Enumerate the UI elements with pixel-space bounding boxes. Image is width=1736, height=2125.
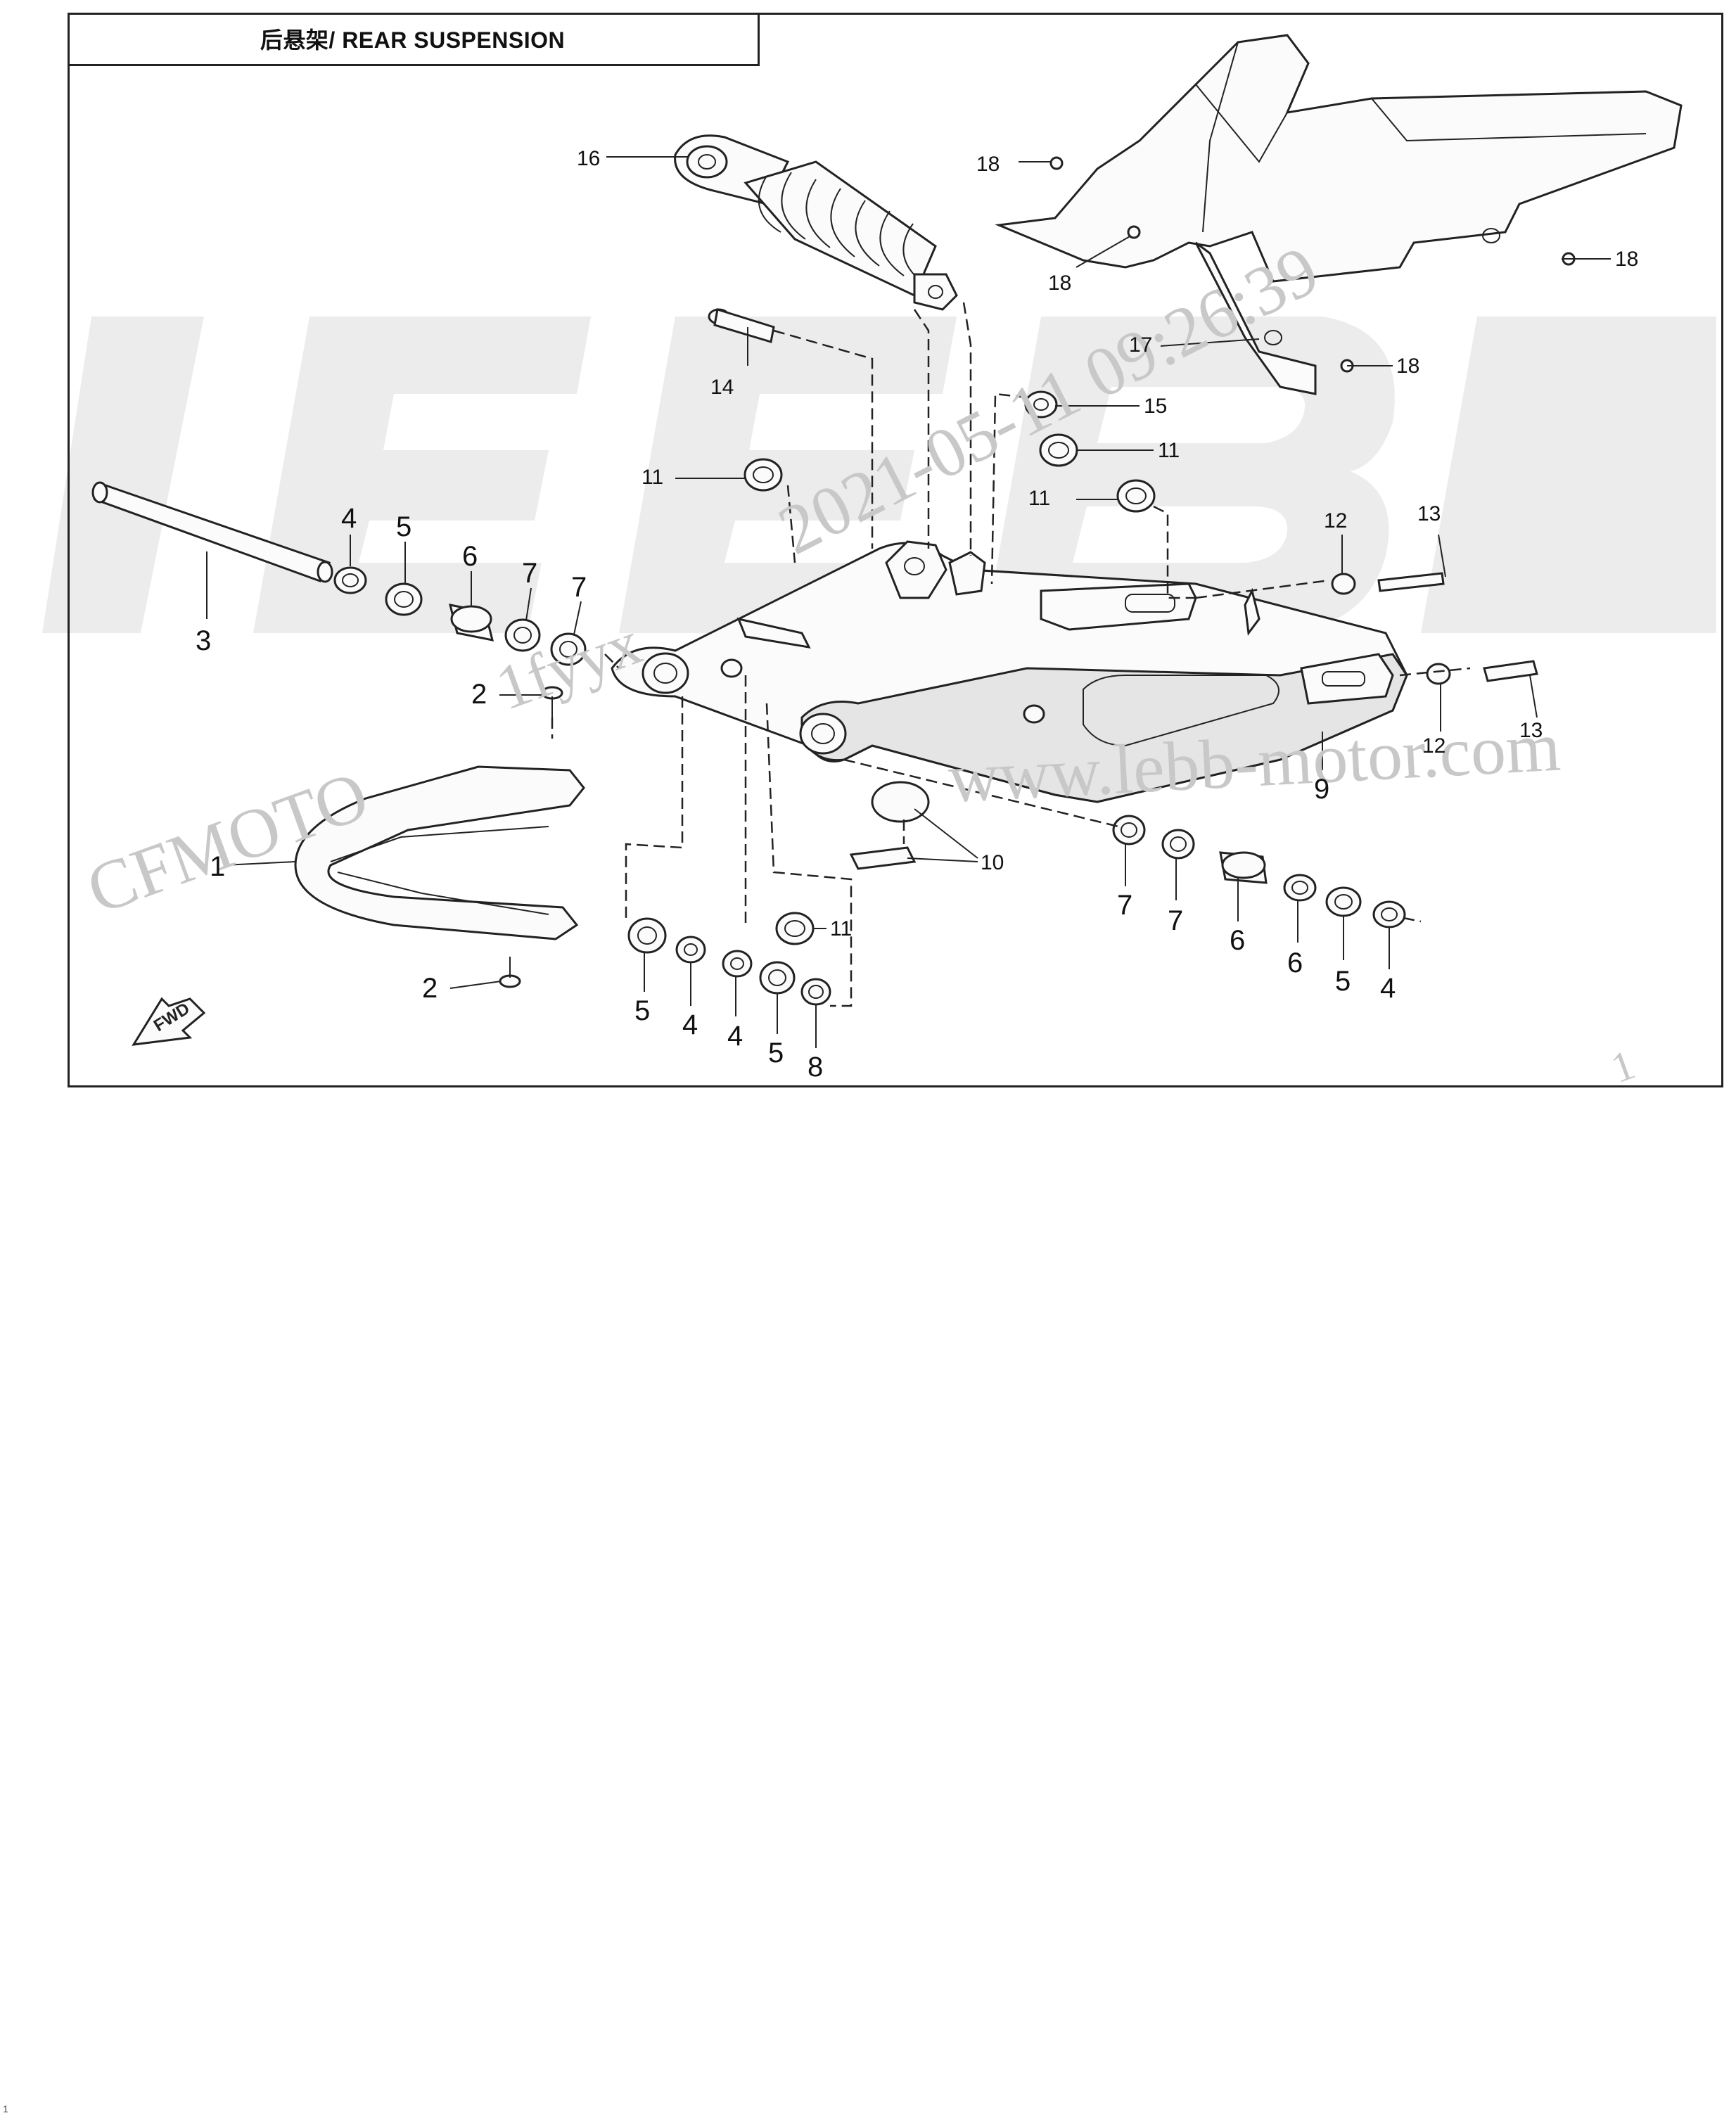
callout-6: 6 xyxy=(462,541,478,572)
callout-7: 7 xyxy=(571,572,587,603)
callout-8: 8 xyxy=(808,1052,823,1083)
callout-4: 4 xyxy=(1380,973,1396,1004)
watermark-logo xyxy=(42,317,1716,633)
callout-5: 5 xyxy=(634,995,650,1026)
shock-absorber xyxy=(674,134,958,311)
callout-1: 1 xyxy=(210,851,225,882)
pivot-shaft xyxy=(91,481,333,583)
callout-9: 9 xyxy=(1314,774,1329,805)
callout-13: 13 xyxy=(1417,502,1441,525)
diagram-frame xyxy=(68,13,1723,1087)
screws-18 xyxy=(1049,156,1576,373)
assembly-lines xyxy=(551,302,1471,1007)
callout-18: 18 xyxy=(1396,355,1419,378)
callout-2: 2 xyxy=(471,679,487,710)
callout-2: 2 xyxy=(422,973,438,1004)
callout-4: 4 xyxy=(727,1021,743,1052)
callout-5: 5 xyxy=(396,511,411,542)
callout-18: 18 xyxy=(1048,272,1071,295)
callout-7: 7 xyxy=(522,558,537,589)
callout-12: 12 xyxy=(1422,734,1445,758)
callout-10: 10 xyxy=(981,851,1004,874)
callout-16: 16 xyxy=(577,147,600,170)
lower-right-bushings xyxy=(1112,815,1406,929)
lower-left-bushings xyxy=(627,917,831,1006)
slider-screws xyxy=(499,686,563,988)
callout-11: 11 xyxy=(642,466,663,489)
callout-11: 11 xyxy=(830,917,852,940)
callout-11: 11 xyxy=(1158,439,1180,462)
callout-18: 18 xyxy=(1615,248,1638,271)
nut-15 xyxy=(1024,390,1058,419)
page-title: 后悬架/ REAR SUSPENSION xyxy=(260,27,566,53)
leader-lines xyxy=(206,156,1611,1048)
swingarm xyxy=(611,540,1408,803)
callout-6: 6 xyxy=(1287,947,1303,978)
bushings-11 xyxy=(743,433,1156,945)
chain-slider xyxy=(294,765,585,940)
callout-14: 14 xyxy=(710,376,734,399)
title-box: 后悬架/ REAR SUSPENSION xyxy=(68,13,760,66)
callout-15: 15 xyxy=(1144,395,1167,418)
callout-5: 5 xyxy=(1335,966,1351,997)
callout-7: 7 xyxy=(1117,890,1132,921)
callout-3: 3 xyxy=(196,625,211,656)
callout-6: 6 xyxy=(1230,925,1245,956)
callout-17: 17 xyxy=(1129,333,1152,357)
callout-4: 4 xyxy=(682,1009,698,1040)
chain-guard xyxy=(995,34,1683,395)
callouts: 16 18 18 18 18 17 14 15 11 11 11 12 13 4… xyxy=(196,147,1638,1083)
callout-13: 13 xyxy=(1519,719,1543,742)
callout-11: 11 xyxy=(1028,487,1050,510)
page-number: 1 xyxy=(3,2103,8,2114)
shock-bolt xyxy=(708,308,775,343)
axle-nuts-bolts xyxy=(1331,572,1538,685)
callout-5: 5 xyxy=(768,1038,784,1068)
callout-12: 12 xyxy=(1324,509,1347,532)
callout-18: 18 xyxy=(976,153,1000,176)
left-bushing-row xyxy=(333,566,587,666)
callout-4: 4 xyxy=(341,503,357,534)
grommets-10 xyxy=(849,781,930,870)
callout-7: 7 xyxy=(1168,905,1183,936)
